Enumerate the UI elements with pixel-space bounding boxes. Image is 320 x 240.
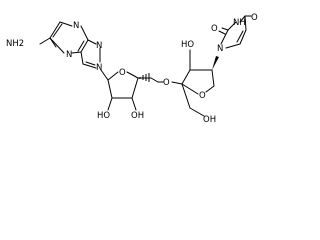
left-ribose-ring	[100, 69, 164, 111]
adenine-n7-label: N	[96, 41, 102, 51]
adenine-base	[39, 21, 101, 69]
left-ribose-ho-label: HO	[97, 111, 110, 121]
right-ring-oxygen-label: O	[199, 91, 206, 101]
linking-oxygen-label: O	[163, 78, 170, 88]
left-ring-oxygen-label: O	[119, 68, 126, 78]
right-ribose-oh-label: OH	[203, 115, 216, 125]
uracil-o2-label: O	[211, 24, 218, 34]
left-ribose-oh-label: OH	[131, 111, 144, 121]
adenine-n1-label: N	[73, 21, 79, 31]
uracil-nh-label: NH	[233, 18, 246, 28]
uracil-n1-label: N	[217, 44, 223, 54]
dinucleotide-structure: NH2 N N N N O HO OH O O HO OH N NH O O	[6, 13, 258, 125]
right-ribose-ho-label: HO	[181, 40, 194, 50]
adenine-n9-label: N	[96, 63, 102, 73]
amine-label: NH2	[6, 39, 24, 49]
uracil-base	[218, 15, 252, 49]
adenine-n3-label: N	[66, 50, 72, 60]
right-ribose-ring	[171, 49, 219, 117]
uracil-o4-label: O	[251, 13, 258, 23]
